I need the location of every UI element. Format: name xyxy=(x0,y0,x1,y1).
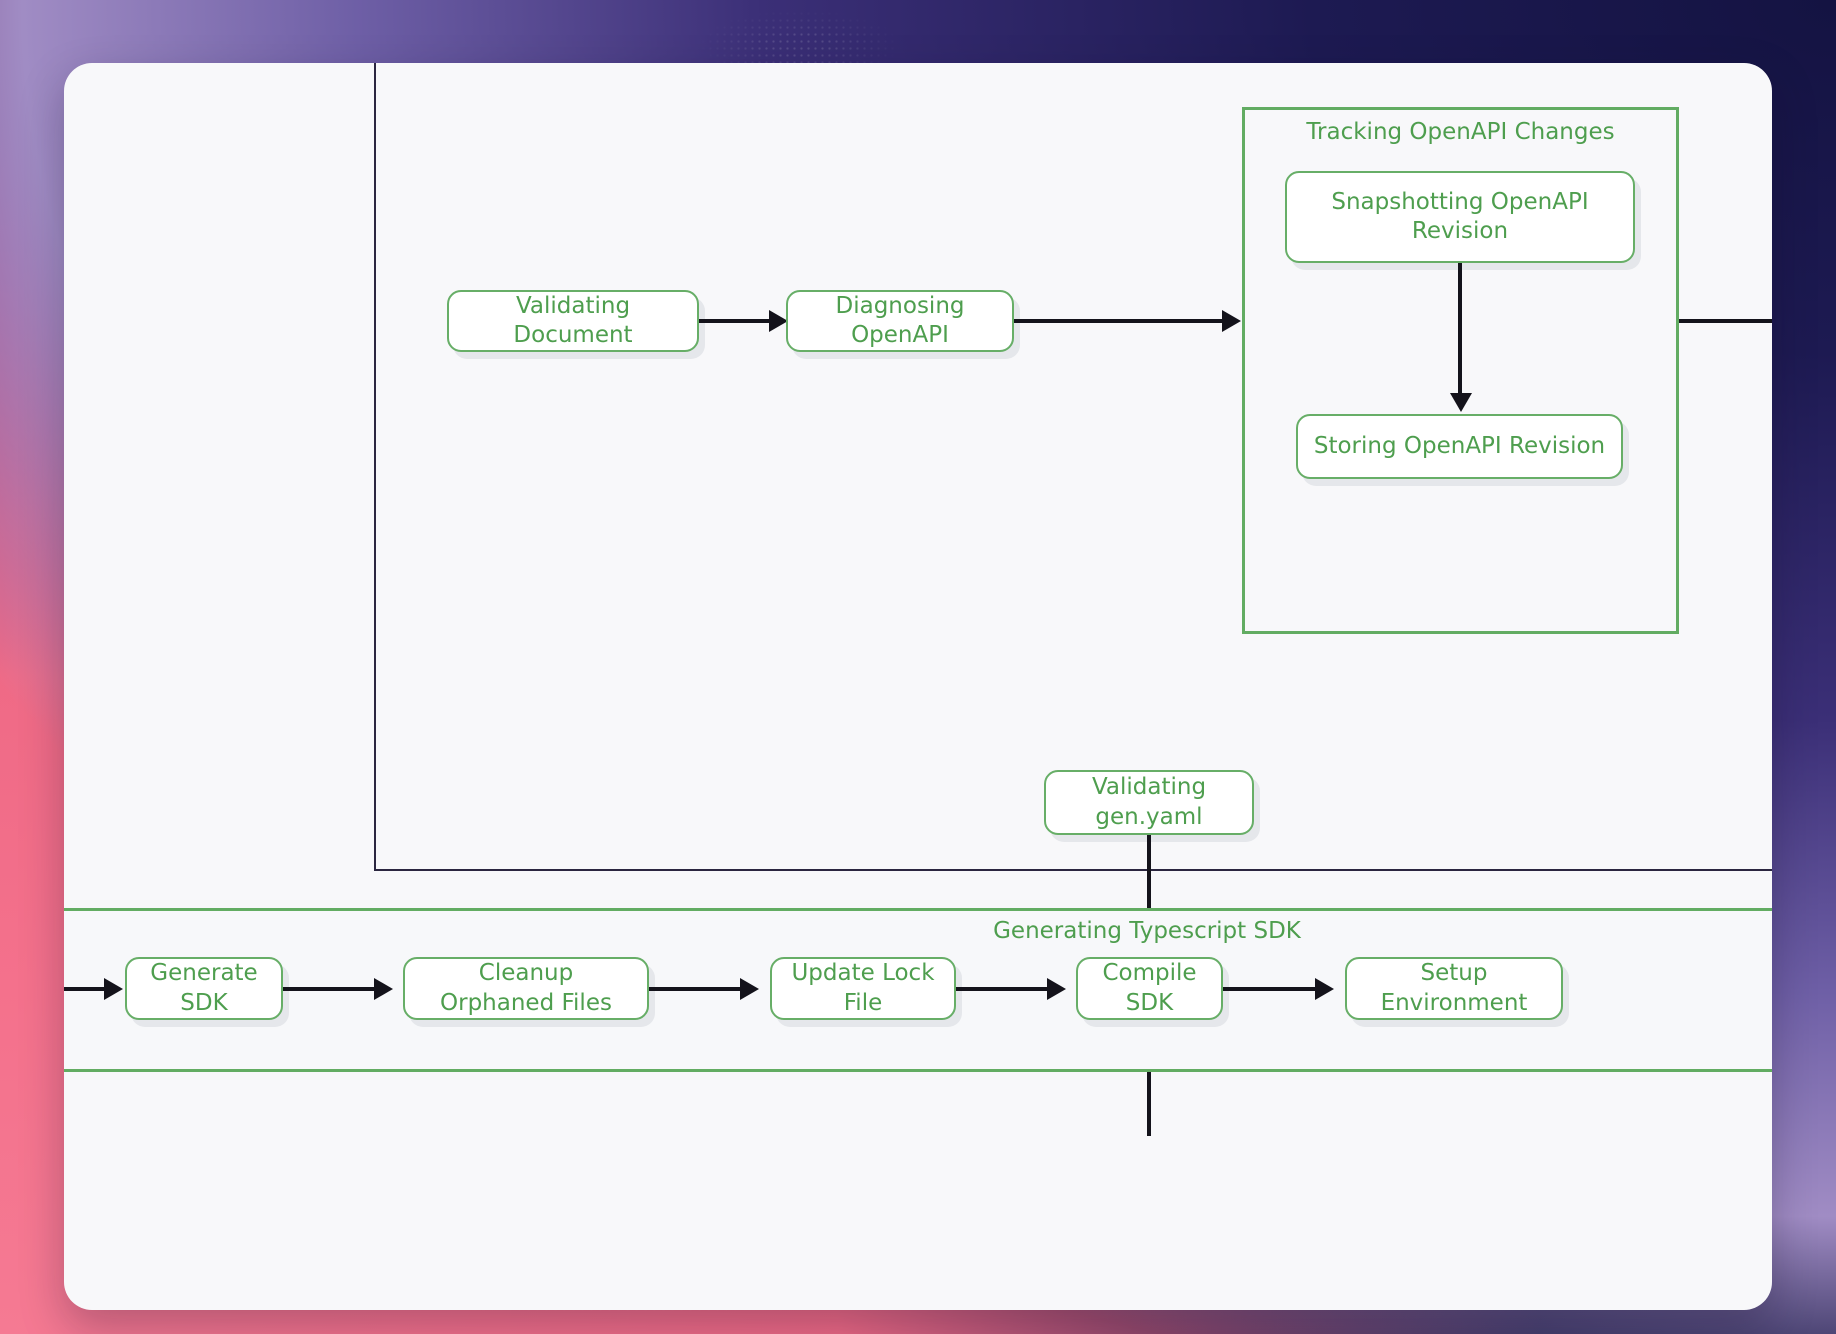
edge-tracking-outgoing-right xyxy=(1679,319,1772,323)
node-storing-openapi-revision[interactable]: Storing OpenAPI Revision xyxy=(1296,414,1623,479)
node-validating-document[interactable]: Validating Document xyxy=(447,290,699,352)
edge-cleanup-to-update-lock-arrowhead xyxy=(740,978,759,1000)
edge-generate-to-cleanup-arrowhead xyxy=(374,978,393,1000)
edge-update-lock-to-compile-arrowhead xyxy=(1047,978,1066,1000)
mermaid-flowchart: Tracking OpenAPI Changes Snapshotting Op… xyxy=(64,63,1772,1310)
edge-diagnosing-to-tracking-arrowhead xyxy=(1222,310,1241,332)
edge-generate-to-cleanup xyxy=(283,987,383,991)
node-cleanup-orphaned-files[interactable]: Cleanup Orphaned Files xyxy=(403,957,649,1020)
diagram-card-panel: Tracking OpenAPI Changes Snapshotting Op… xyxy=(64,63,1772,1310)
subgraph-tracking-openapi-changes-label: Tracking OpenAPI Changes xyxy=(1306,119,1615,145)
edge-validating-to-diagnosing xyxy=(699,319,779,323)
edge-incoming-to-generate-sdk-arrowhead xyxy=(104,978,123,1000)
node-snapshotting-openapi-revision[interactable]: Snapshotting OpenAPI Revision xyxy=(1285,171,1635,263)
edge-snapshotting-to-storing xyxy=(1458,263,1462,403)
node-generate-sdk[interactable]: Generate SDK xyxy=(125,957,283,1020)
node-setup-environment[interactable]: Setup Environment xyxy=(1345,957,1563,1020)
edge-compile-to-setup-env-arrowhead xyxy=(1315,978,1334,1000)
edge-validating-gen-yaml-to-generating xyxy=(1147,835,1151,953)
node-update-lock-file[interactable]: Update Lock File xyxy=(770,957,956,1020)
node-diagnosing-openapi[interactable]: Diagnosing OpenAPI xyxy=(786,290,1014,352)
subgraph-generating-typescript-sdk-label: Generating Typescript SDK xyxy=(993,918,1301,944)
node-validating-gen-yaml[interactable]: Validating gen.yaml xyxy=(1044,770,1254,835)
edge-incoming-to-generate-sdk xyxy=(64,987,109,991)
outer-subgraph-container xyxy=(374,63,1772,871)
edge-generating-outgoing-bottom xyxy=(1147,1072,1151,1136)
edge-update-lock-to-compile xyxy=(956,987,1056,991)
edge-cleanup-to-update-lock xyxy=(649,987,750,991)
edge-snapshotting-to-storing-arrowhead xyxy=(1450,393,1472,412)
node-compile-sdk[interactable]: Compile SDK xyxy=(1076,957,1223,1020)
edge-validating-to-diagnosing-arrowhead xyxy=(769,310,788,332)
edge-compile-to-setup-env xyxy=(1223,987,1325,991)
edge-diagnosing-to-tracking xyxy=(1014,319,1229,323)
